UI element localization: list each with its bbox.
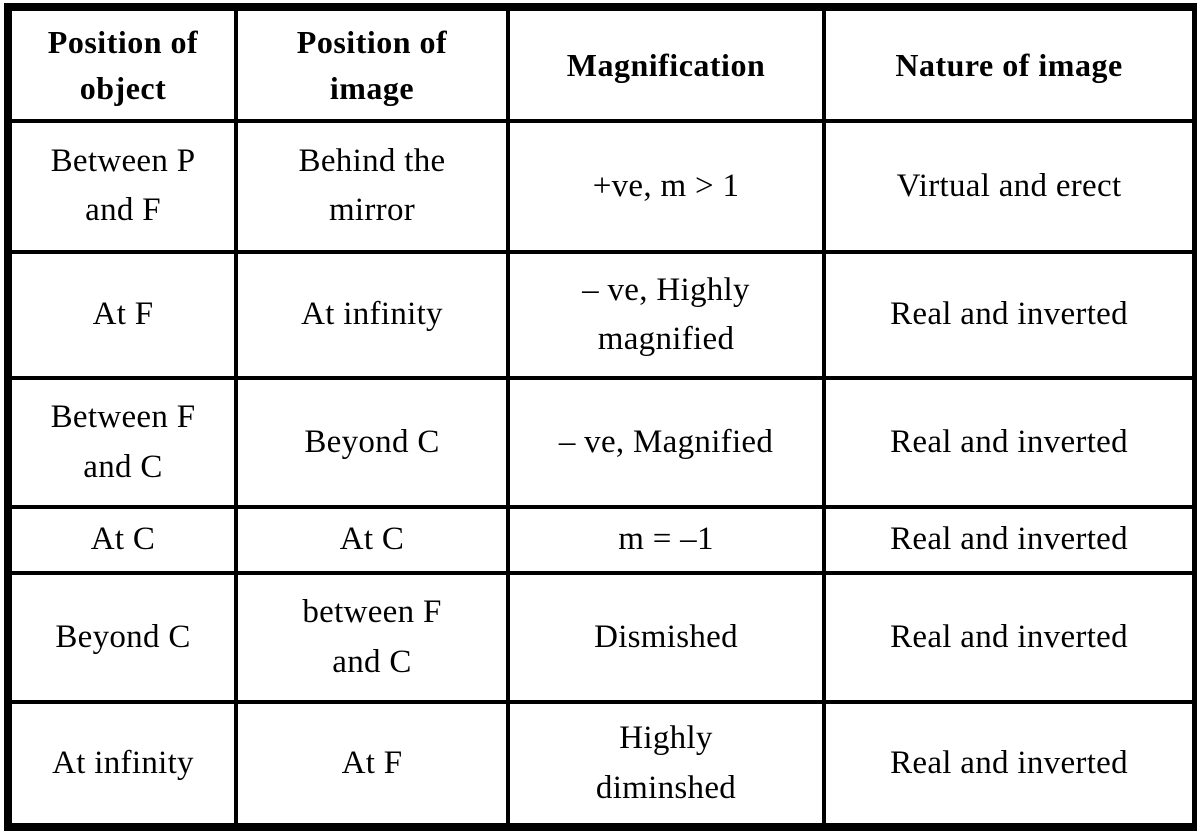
table-cell: Between F and C [6,376,238,510]
table-cell: At C [6,505,238,575]
table-cell: m = –1 [506,505,826,575]
table-cell: – ve, Highly magnified [506,249,826,381]
table-cell: Behind the mirror [234,119,510,254]
table-cell: +ve, m > 1 [506,119,826,254]
table-cell: Highly diminshed [506,700,826,829]
mirror-image-table: Position of object Position of image Mag… [4,3,1197,831]
table-cell: Real and inverted [822,570,1197,705]
table-row: At C At C m = –1 Real and inverted [6,505,1197,575]
table-row: At infinity At F Highly diminshed Real a… [6,700,1197,829]
header-position-of-image: Position of image [234,5,510,123]
table-row: Between F and C Beyond C – ve, Magnified… [6,376,1197,510]
table-cell: Real and inverted [822,700,1197,829]
table-cell: At F [6,249,238,381]
table-cell: Real and inverted [822,376,1197,510]
table-cell: At infinity [6,700,238,829]
table-cell: Beyond C [6,570,238,705]
table-cell: At infinity [234,249,510,381]
table-cell: Real and inverted [822,249,1197,381]
table-row: At F At infinity – ve, Highly magnified … [6,249,1197,381]
table-cell: Real and inverted [822,505,1197,575]
table-cell: Between P and F [6,119,238,254]
table-cell: At F [234,700,510,829]
table-header-row: Position of object Position of image Mag… [6,5,1197,123]
table-cell: Beyond C [234,376,510,510]
table-cell: – ve, Magnified [506,376,826,510]
table-cell: Virtual and erect [822,119,1197,254]
header-nature-of-image: Nature of image [822,5,1197,123]
table-row: Beyond C between F and C Dismished Real … [6,570,1197,705]
header-position-of-object: Position of object [6,5,238,123]
table-cell: between F and C [234,570,510,705]
table-cell: At C [234,505,510,575]
header-magnification: Magnification [506,5,826,123]
table-cell: Dismished [506,570,826,705]
table-row: Between P and F Behind the mirror +ve, m… [6,119,1197,254]
